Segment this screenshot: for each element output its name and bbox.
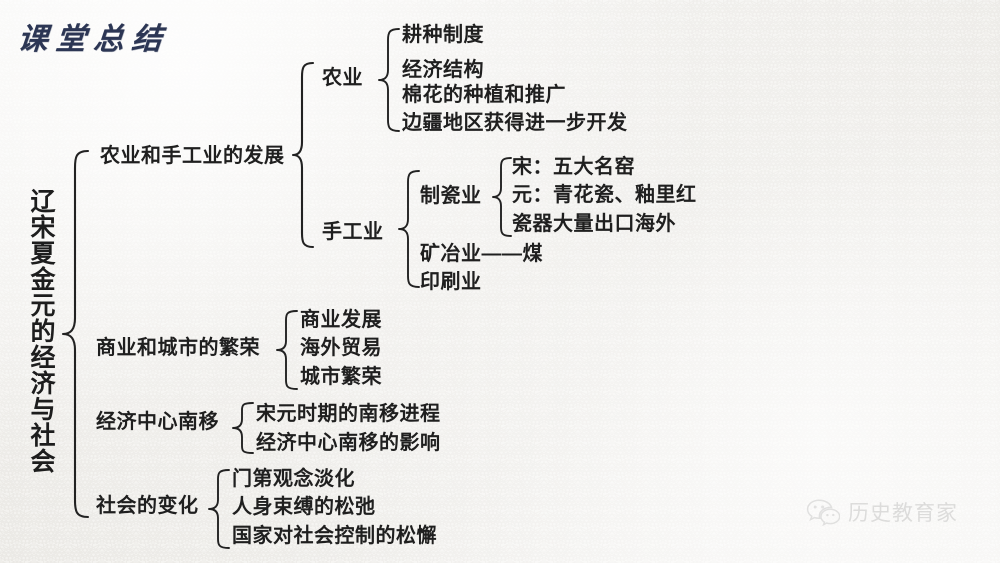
handicraft-items-brace [398,170,420,288]
subbranch-label-agriculture: 农业 [322,67,363,89]
branch1-brace [291,61,315,249]
branch-label-agriculture-handicraft: 农业和手工业的发展 [100,145,285,167]
watermark-text: 历史教育家 [848,501,958,525]
leaf-social-change-2: 人身束缚的松弛 [232,496,376,518]
leaf-porcelain-export: 瓷器大量出口海外 [512,213,676,235]
leaf-commerce-3: 城市繁荣 [300,366,382,388]
economic-center-items-brace [232,402,254,454]
porcelain-items-brace [492,157,512,237]
page-title: 课堂总结 [16,23,172,56]
leaf-handicraft-mining: 矿冶业——煤 [420,243,543,265]
leaf-handicraft-porcelain: 制瓷业 [420,185,482,207]
leaf-agriculture-1: 耕种制度 [402,24,484,46]
branch-label-social-change: 社会的变化 [96,495,199,517]
branch-label-commerce-city: 商业和城市的繁荣 [96,337,260,359]
leaf-agriculture-3: 棉花的种植和推广 [402,84,566,106]
leaf-handicraft-printing: 印刷业 [420,271,482,293]
leaf-porcelain-yuan: 元：青花瓷、釉里红 [512,184,697,206]
leaf-agriculture-4: 边疆地区获得进一步开发 [402,112,628,134]
leaf-economic-center-2: 经济中心南移的影响 [256,432,441,454]
leaf-porcelain-song: 宋：五大名窑 [512,156,635,178]
leaf-social-change-1: 门第观念淡化 [232,468,355,490]
branch-label-economic-center-south: 经济中心南移 [96,411,219,433]
subbranch-label-handicraft: 手工业 [322,221,384,243]
social-change-items-brace [208,469,230,549]
root-brace [61,149,90,519]
leaf-commerce-1: 商业发展 [300,309,382,331]
leaf-agriculture-2: 经济结构 [402,59,484,81]
commerce-items-brace [276,310,298,390]
leaf-commerce-2: 海外贸易 [300,337,382,359]
agriculture-items-brace [378,28,400,132]
root-topic-label: 辽宋夏金元的经济与社会 [27,188,55,474]
leaf-social-change-3: 国家对社会控制的松懈 [232,525,437,547]
watermark: 历史教育家 [806,497,958,527]
wechat-icon [806,498,840,526]
leaf-economic-center-1: 宋元时期的南移进程 [256,403,441,425]
